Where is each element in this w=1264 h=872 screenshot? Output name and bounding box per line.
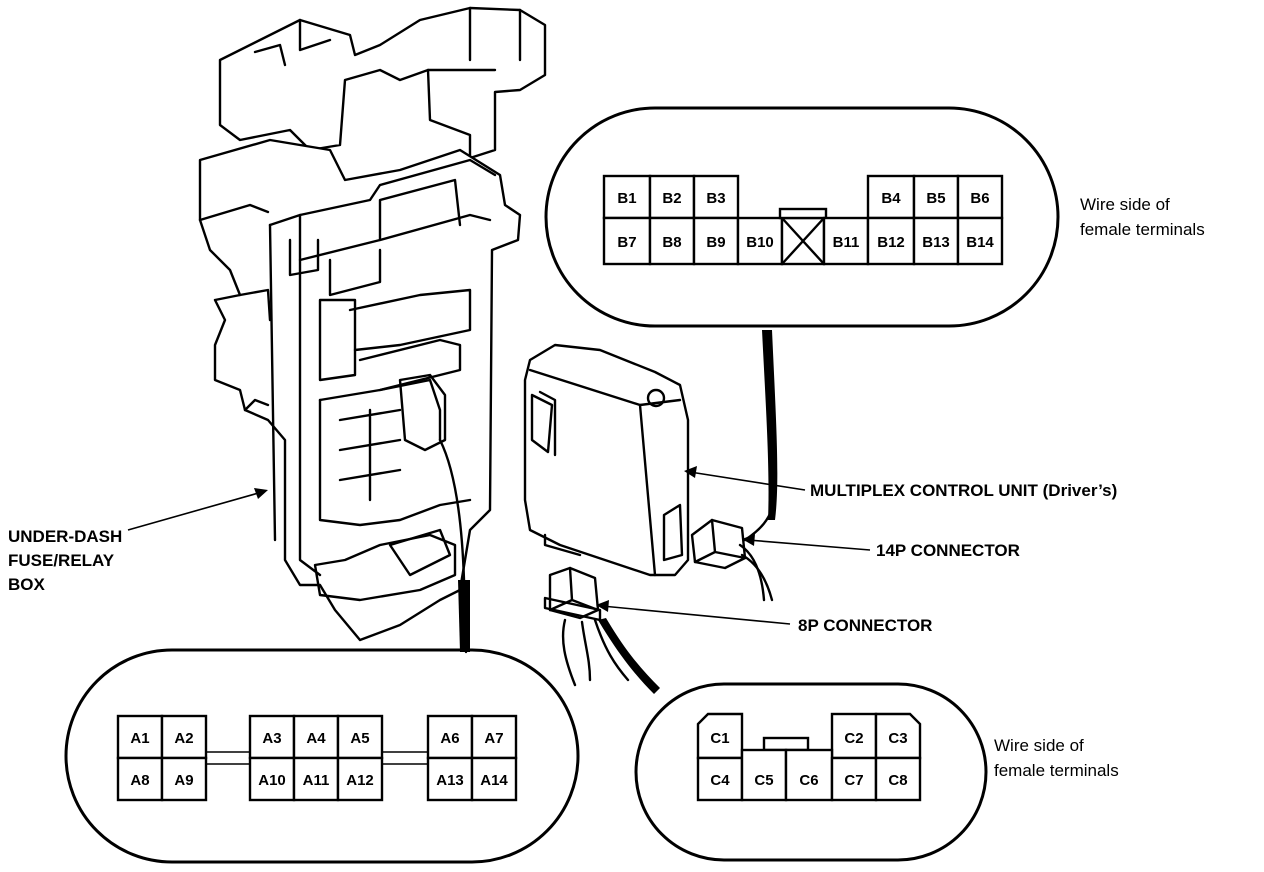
pin-b2: B2 — [662, 190, 681, 207]
pin-a11: A11 — [303, 772, 330, 789]
pin-a13: A13 — [436, 772, 464, 789]
fuse-box-label-line2: FUSE/RELAY — [8, 551, 115, 570]
pin-a5: A5 — [350, 730, 369, 747]
pin-a3: A3 — [262, 730, 281, 747]
connector-b-callout: B1 B2 B3 B7 B8 B9 B10 B11 B4 B5 B6 B12 B… — [544, 106, 1060, 328]
pin-b1: B1 — [617, 190, 636, 207]
fuse-box-label-line1: UNDER-DASH — [8, 527, 122, 546]
pin-b9: B9 — [706, 234, 725, 251]
connector-c-callout: C1 C2 C3 C4 C5 C6 C7 C8 — [634, 682, 988, 862]
wire-side-bottom-line1: Wire side of — [994, 736, 1084, 755]
pin-b5: B5 — [926, 190, 945, 207]
pin-b4: B4 — [881, 190, 901, 207]
conn8-label: 8P CONNECTOR — [798, 616, 932, 635]
pin-a4: A4 — [306, 730, 326, 747]
14p-connector-drawing — [690, 330, 778, 602]
fuse-box-label-line3: BOX — [8, 575, 46, 594]
pin-c6: C6 — [799, 772, 818, 789]
pin-a6: A6 — [440, 730, 459, 747]
pin-a2: A2 — [174, 730, 193, 747]
pin-a7: A7 — [484, 730, 503, 747]
mcu-label: MULTIPLEX CONTROL UNIT (Driver’s) — [810, 481, 1117, 500]
pin-b8: B8 — [662, 234, 681, 251]
pin-c2: C2 — [844, 730, 863, 747]
pin-c5: C5 — [754, 772, 773, 789]
fuse-relay-box-drawing — [198, 6, 547, 654]
pin-b11: B11 — [833, 234, 860, 251]
pin-c4: C4 — [710, 772, 730, 789]
pin-a8: A8 — [130, 772, 149, 789]
pin-c3: C3 — [888, 730, 907, 747]
pin-b10: B10 — [746, 234, 774, 251]
wire-side-top-line1: Wire side of — [1080, 195, 1170, 214]
leader-lines — [127, 466, 871, 625]
pin-b7: B7 — [617, 234, 636, 251]
pin-a9: A9 — [174, 772, 193, 789]
conn14-label: 14P CONNECTOR — [876, 541, 1020, 560]
pin-a14: A14 — [480, 772, 508, 789]
pin-b13: B13 — [922, 234, 950, 251]
pin-a1: A1 — [130, 730, 149, 747]
pin-b6: B6 — [970, 190, 989, 207]
wire-side-top-line2: female terminals — [1080, 220, 1205, 239]
labels: UNDER-DASH FUSE/RELAY BOX MULTIPLEX CONT… — [8, 195, 1205, 780]
8p-connector-drawing — [543, 566, 660, 694]
pin-b12: B12 — [877, 234, 905, 251]
pin-a10: A10 — [258, 772, 286, 789]
pin-c1: C1 — [710, 730, 729, 747]
pin-b3: B3 — [706, 190, 725, 207]
pin-b14: B14 — [966, 234, 994, 251]
multiplex-control-unit-drawing — [523, 343, 690, 577]
pin-a12: A12 — [346, 772, 374, 789]
connector-a-callout: A1 A2 A8 A9 A3 A4 A5 A10 A11 A12 A6 A7 A… — [64, 648, 580, 864]
wire-side-bottom-line2: female terminals — [994, 761, 1119, 780]
pin-c8: C8 — [888, 772, 907, 789]
pin-c7: C7 — [844, 772, 863, 789]
